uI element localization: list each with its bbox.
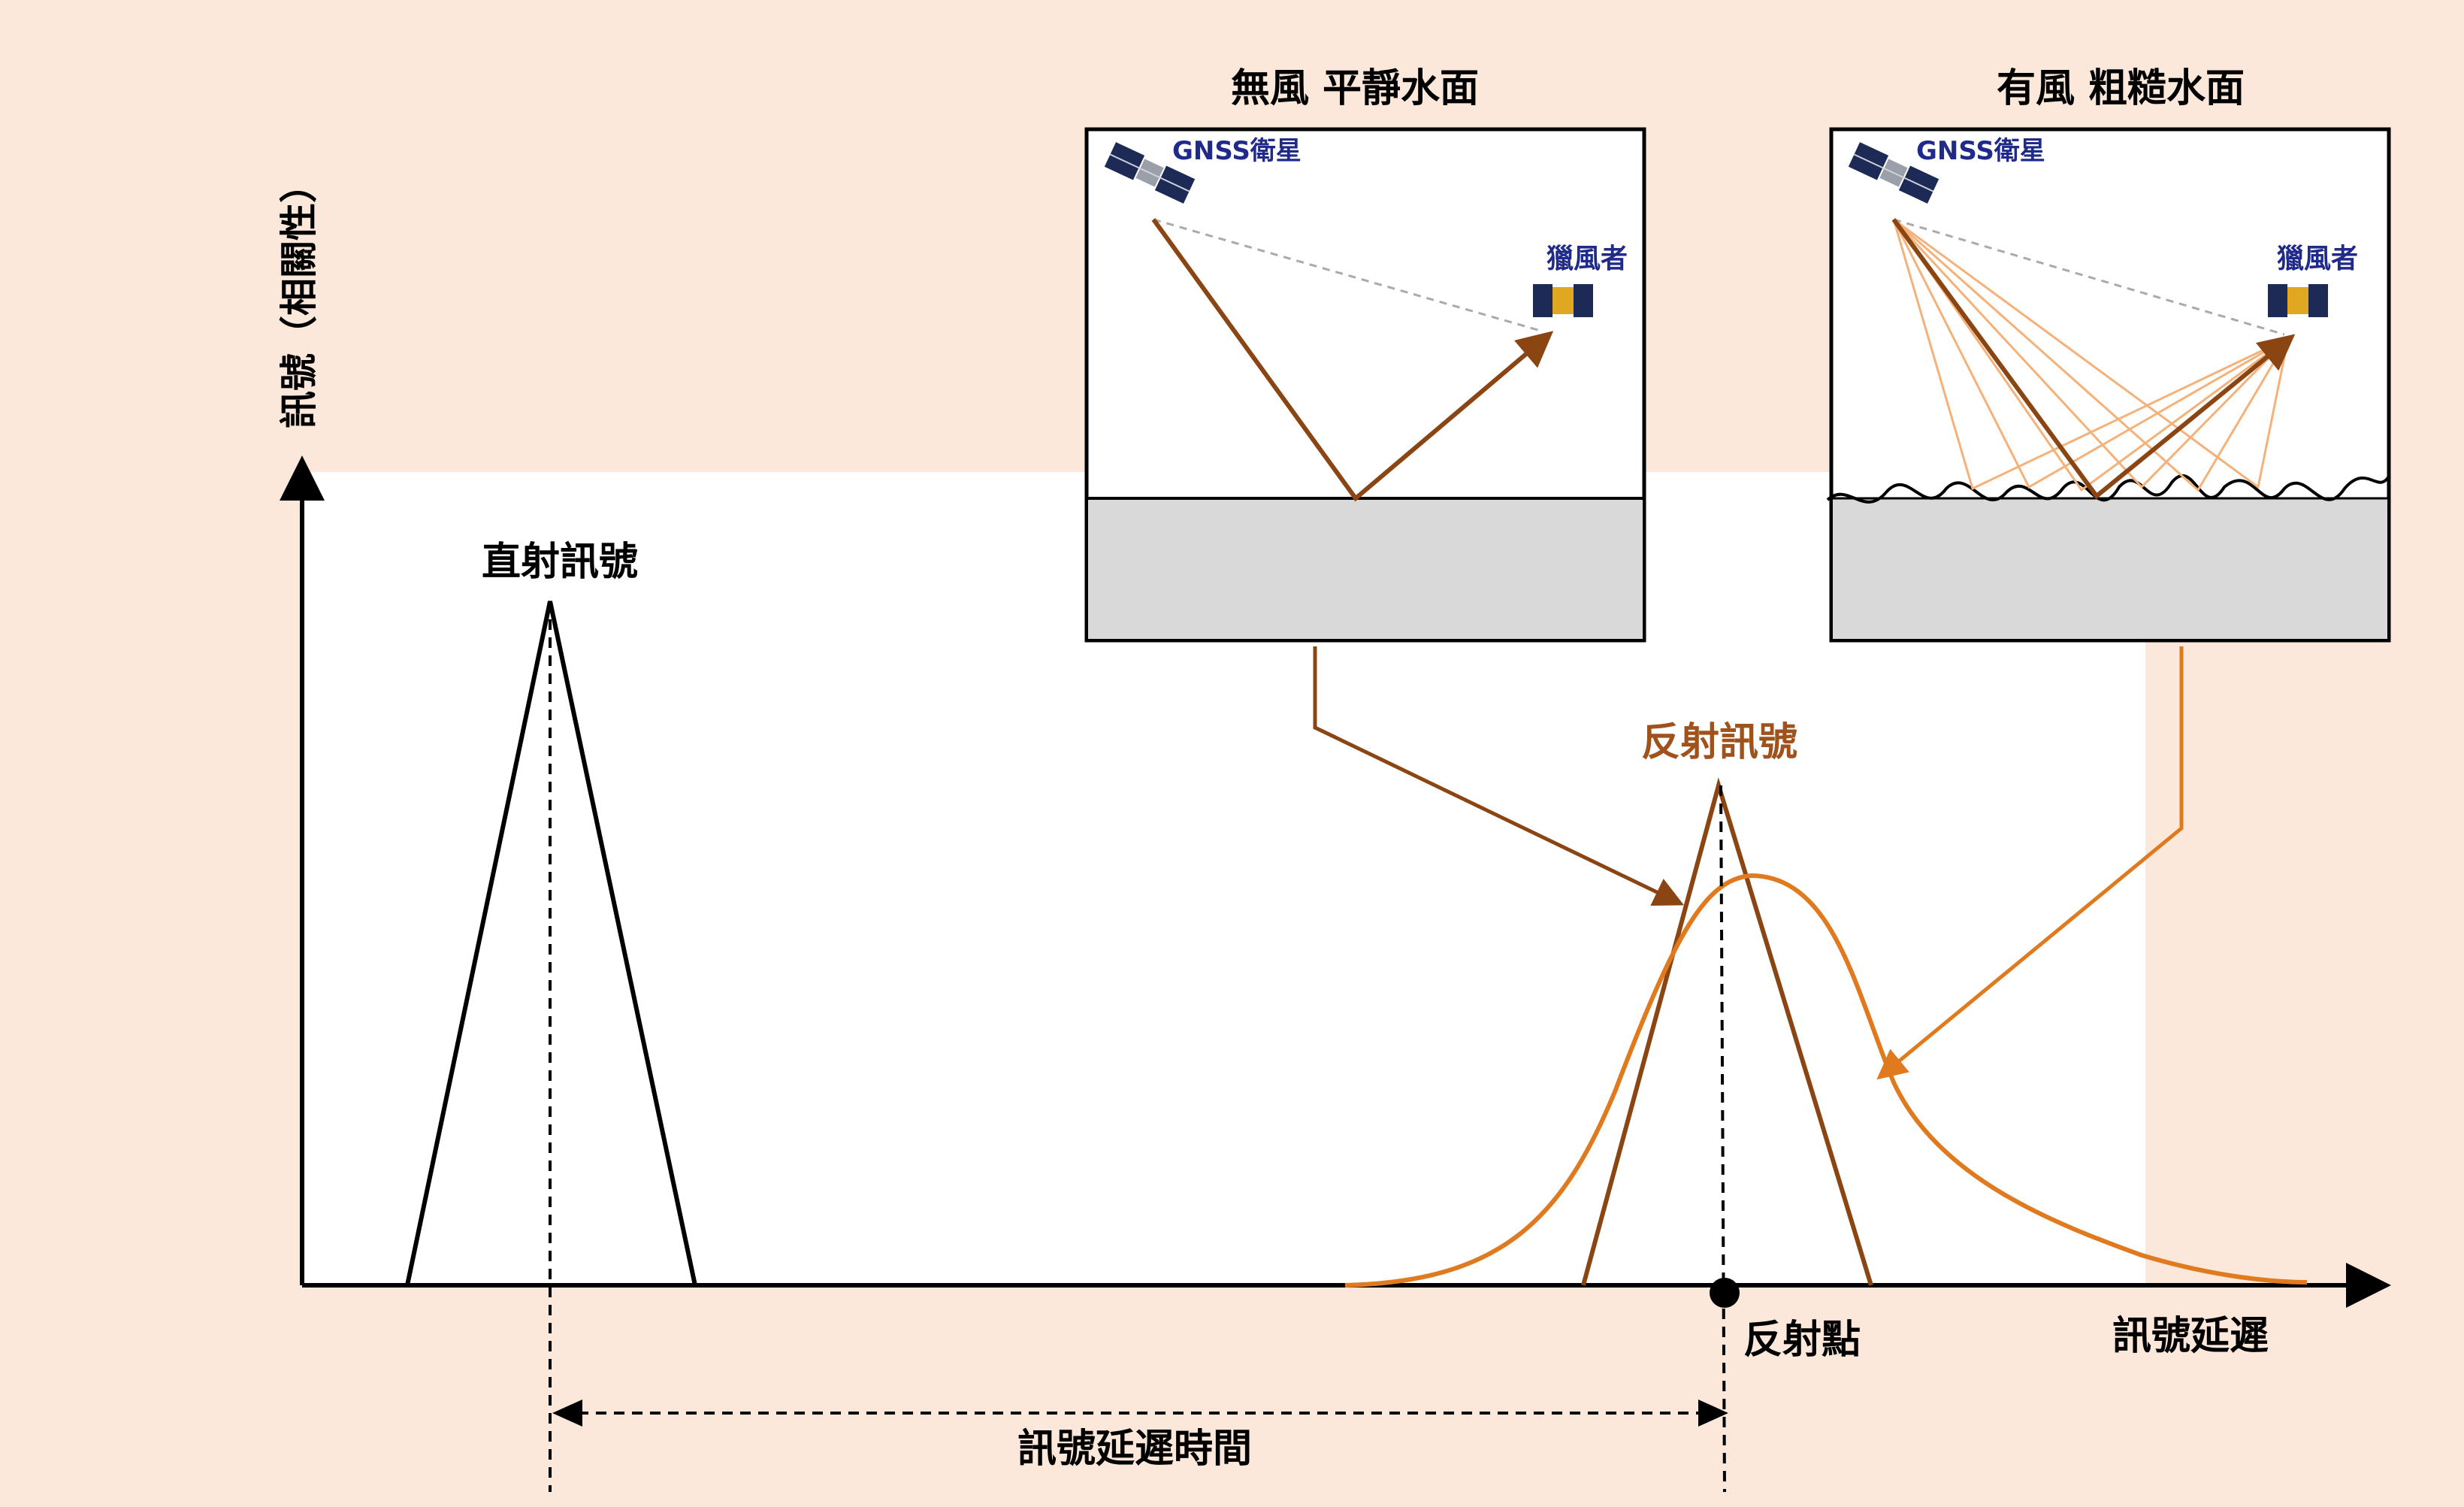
reflection-point-dot	[1710, 1278, 1740, 1308]
connector-rough-arrow	[1876, 646, 2184, 1080]
panel-rough-scatter-paths	[1892, 218, 2290, 492]
panel-rough-waves	[1826, 474, 2391, 504]
satellite-icon	[1104, 142, 1196, 204]
panel-calm-receiver-label: 獵風者	[1546, 244, 1628, 274]
reflected-calm-peak	[1581, 777, 1873, 1286]
panel-calm-reflection-path	[1151, 218, 1554, 502]
panel-rough-reflection-path	[1891, 218, 2296, 500]
connector-calm-arrow	[1313, 646, 1685, 906]
delay-time-label: 訊號延遲時間	[1017, 1427, 1252, 1472]
reflected-rough-curve	[1344, 873, 2308, 1288]
panel-calm-satellite-label: GNSS衛星	[1172, 136, 1302, 166]
reflected-signal-label: 反射訊號	[1641, 720, 1797, 765]
satellite-icon	[1848, 142, 1939, 204]
receiver-icon	[2268, 284, 2328, 317]
direct-signal-label: 直射訊號	[482, 540, 638, 585]
panel-calm-title: 無風 平靜水面	[1231, 66, 1479, 111]
reflection-dashed-line	[1719, 785, 1726, 1493]
panel-rough-satellite-label: GNSS衛星	[1916, 136, 2045, 166]
delay-arrow-right	[1698, 1400, 1728, 1427]
panel-rough-title: 有風 粗糙水面	[1997, 66, 2245, 111]
reflection-point-label: 反射點	[1743, 1318, 1861, 1363]
panel-rough-receiver-label: 獵風者	[2277, 244, 2358, 274]
panel-rough-direct-path	[1893, 218, 2285, 336]
x-axis-label: 訊號延遲	[2112, 1314, 2269, 1359]
receiver-icon	[1533, 284, 1593, 317]
delay-arrow-left	[552, 1400, 582, 1427]
panel-rough-water	[1833, 498, 2387, 639]
panel-calm-water	[1088, 498, 1643, 639]
y-axis-label: 訊號（相關性）	[277, 165, 321, 428]
